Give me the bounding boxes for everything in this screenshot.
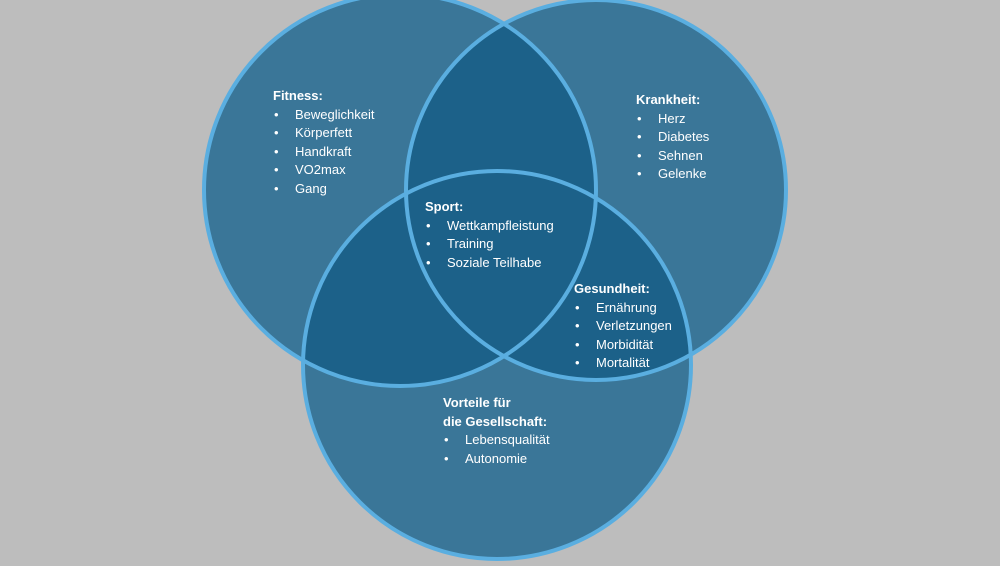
list-item: Diabetes (636, 128, 709, 147)
list-item: Verletzungen (574, 317, 672, 336)
group-gesellschaft: Vorteile für die Gesellschaft: Lebensqua… (443, 394, 550, 468)
list-item: Training (425, 235, 554, 254)
group-gesundheit: Gesundheit: Ernährung Verletzungen Morbi… (574, 280, 672, 373)
group-title: Fitness: (273, 88, 323, 103)
list-item: Beweglichkeit (273, 106, 375, 125)
group-krankheit: Krankheit: Herz Diabetes Sehnen Gelenke (636, 91, 709, 184)
list-item: Gang (273, 180, 375, 199)
list-item: Lebensqualität (443, 431, 550, 450)
group-title: Krankheit: (636, 92, 701, 107)
list-item: Mortalität (574, 354, 672, 373)
list-item: Sehnen (636, 147, 709, 166)
circle-gesellschaft-outline (301, 169, 693, 561)
list-item: Herz (636, 110, 709, 129)
list-item: VO2max (273, 161, 375, 180)
group-fitness: Fitness: Beweglichkeit Körperfett Handkr… (273, 87, 375, 198)
group-title: Gesundheit: (574, 281, 650, 296)
circle-krankheit-outline (404, 0, 788, 382)
group-sport: Sport: Wettkampfleistung Training Sozial… (425, 198, 554, 272)
group-title: Sport: (425, 199, 464, 214)
list-item: Autonomie (443, 450, 550, 469)
list-item: Handkraft (273, 143, 375, 162)
list-item: Soziale Teilhabe (425, 254, 554, 273)
circle-fitness-outline (202, 0, 598, 388)
list-item: Körperfett (273, 124, 375, 143)
list-item: Wettkampfleistung (425, 217, 554, 236)
list-item: Ernährung (574, 299, 672, 318)
list-item: Morbidität (574, 336, 672, 355)
group-title: Vorteile für die Gesellschaft: (443, 395, 548, 429)
list-item: Gelenke (636, 165, 709, 184)
